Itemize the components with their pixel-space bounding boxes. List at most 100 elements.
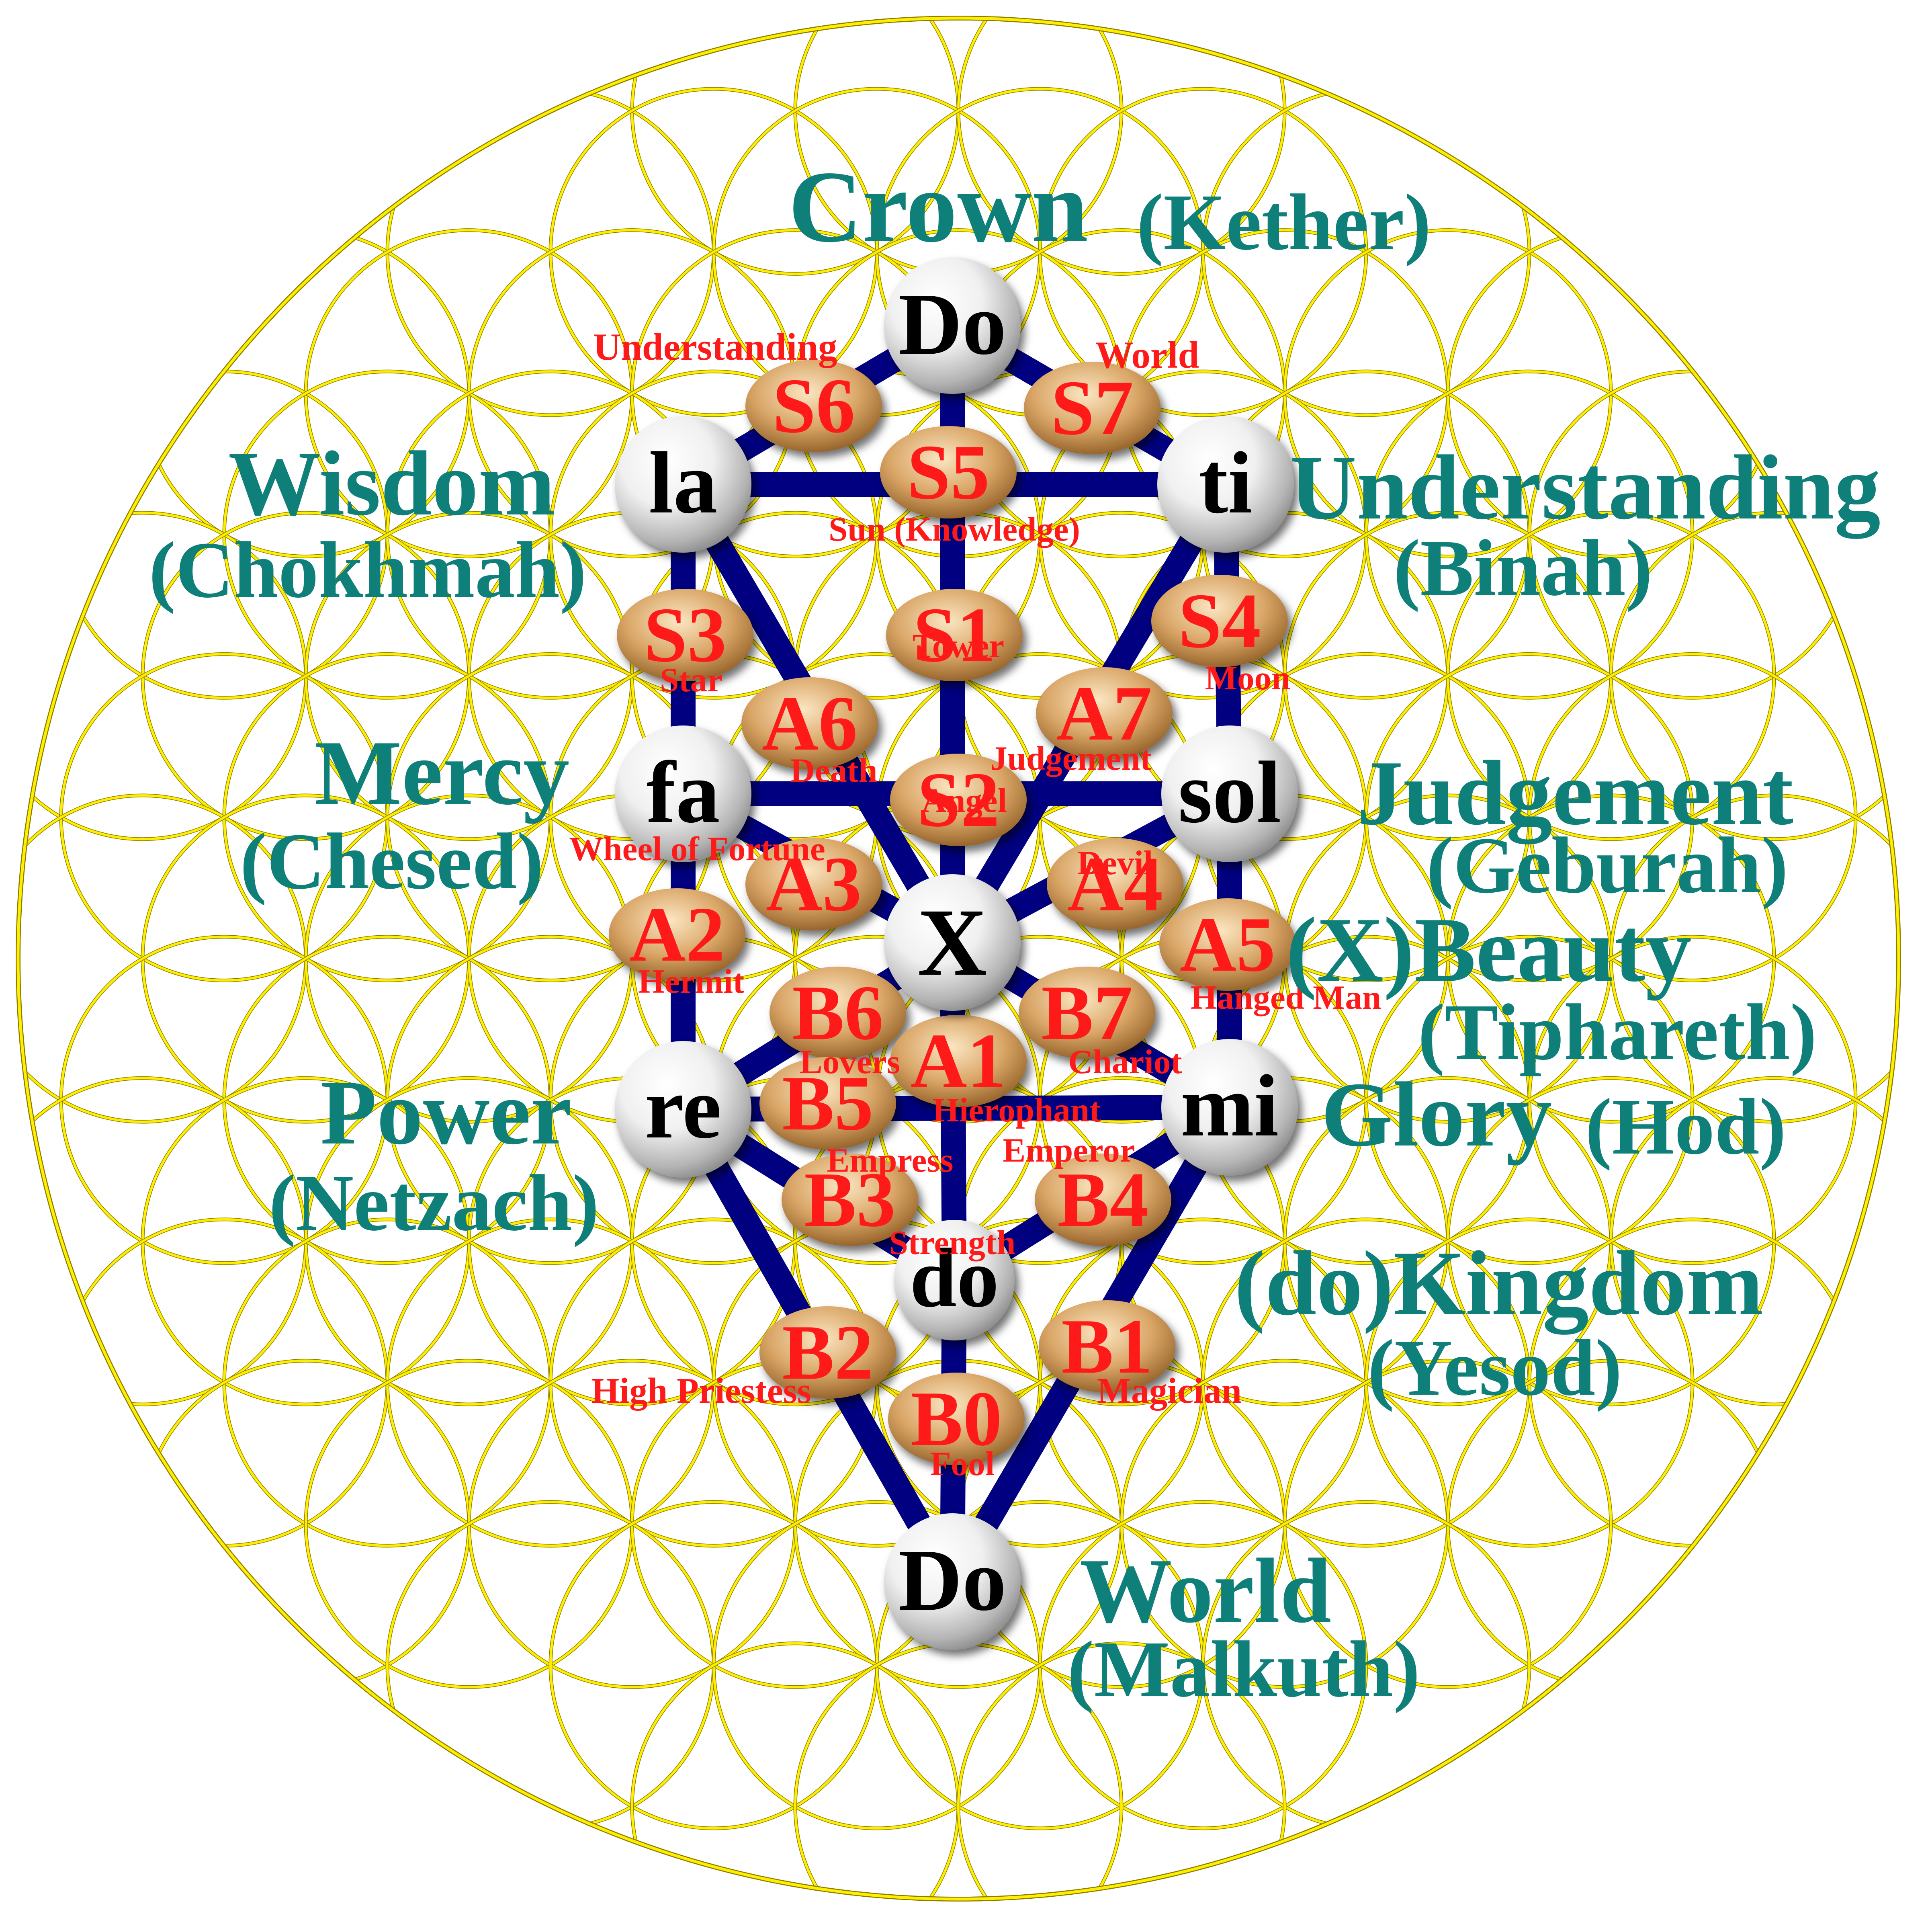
svg-text:S6: S6: [772, 363, 855, 449]
card-label-s2: Angel: [922, 782, 1007, 820]
svg-text:A3: A3: [766, 841, 862, 928]
card-label-a5: Hanged Man: [1191, 979, 1381, 1016]
card-label-s6: Understanding: [593, 326, 837, 368]
label-understanding-hebrew: (Binah): [1394, 524, 1653, 613]
label-mercy-hebrew: (Chesed): [240, 817, 543, 906]
svg-text:B2: B2: [782, 1309, 874, 1396]
svg-text:A1: A1: [911, 1018, 1006, 1104]
label-understanding-name: Understanding: [1290, 436, 1881, 539]
label-judgement-name: Judgement: [1357, 742, 1793, 844]
flower-circle: [18, 1077, 307, 1406]
label-mercy-name: Mercy: [315, 721, 569, 824]
svg-text:A7: A7: [1056, 670, 1152, 757]
card-labels: Understanding World Sun (Knowledge) Star…: [569, 326, 1381, 1483]
path-disc-b2: B2: [759, 1306, 896, 1399]
sphere-crown: Do: [884, 257, 1021, 394]
flower-circle: [957, 1642, 1286, 1899]
card-label-a2: Hermit: [638, 963, 744, 1000]
svg-text:A4: A4: [1067, 841, 1163, 928]
svg-text:Do: Do: [898, 1531, 1007, 1629]
label-beauty-hebrew: (Tiphareth): [1418, 988, 1817, 1077]
card-label-a3: Wheel of Fortune: [569, 830, 825, 868]
card-label-b0: Fool: [930, 1445, 995, 1483]
card-label-s5: Sun (Knowledge): [829, 510, 1080, 548]
sphere-wisdom: la: [615, 416, 751, 553]
label-wisdom-name: Wisdom: [228, 432, 555, 535]
sphere-beauty: X: [884, 874, 1021, 1011]
flower-outer-circle: [16, 16, 1900, 1901]
label-beauty-name: (X)Beauty: [1286, 898, 1691, 1001]
card-label-b5: Empress: [827, 1141, 954, 1179]
svg-text:S3: S3: [644, 592, 727, 678]
card-label-b6: Lovers: [800, 1043, 900, 1081]
path-disc-s1: S1: [886, 589, 1023, 681]
sephiroth-spheres: Do la ti fa sol X re mi do Do: [615, 257, 1298, 1650]
path-disc-b5: B5: [759, 1057, 896, 1150]
svg-text:la: la: [649, 434, 717, 532]
svg-text:B4: B4: [1057, 1156, 1149, 1243]
label-world-hebrew: (Malkuth): [1067, 1625, 1420, 1714]
flower-circle: [630, 1641, 960, 1899]
label-power-hebrew: (Netzach): [269, 1159, 599, 1248]
svg-text:S7: S7: [1051, 365, 1134, 451]
svg-text:B5: B5: [782, 1060, 874, 1147]
path-disc-b1: B1: [1039, 1300, 1175, 1393]
card-label-b1: Magician: [1097, 1371, 1242, 1411]
path-disc-b3: B3: [782, 1154, 918, 1246]
path-disc-s3: S3: [617, 589, 753, 681]
path-disc-a4: A4: [1047, 838, 1183, 930]
sphere-understanding: ti: [1157, 416, 1294, 553]
svg-text:do: do: [910, 1232, 999, 1325]
path-disc-s5: S5: [880, 426, 1017, 518]
label-kingdom-name: (do)Kingdom: [1234, 1232, 1763, 1335]
label-world-name: World: [1080, 1539, 1331, 1642]
path-disc-b7: B7: [1019, 967, 1155, 1059]
svg-text:X: X: [917, 889, 987, 996]
path-discs: S6 S7 S5 S3 S1 S4 A6 A7 S2 A3 A4 A2 A5 B…: [609, 360, 1296, 1465]
card-label-a4: Devil: [1077, 844, 1153, 882]
card-label-s3: Star: [660, 661, 722, 699]
sphere-power: re: [615, 1041, 751, 1178]
card-label-a6: Death: [790, 752, 877, 789]
card-label-s4: Moon: [1205, 659, 1291, 697]
svg-text:mi: mi: [1181, 1057, 1279, 1155]
path-disc-s6: S6: [745, 360, 882, 452]
svg-text:S1: S1: [913, 592, 996, 678]
svg-text:B6: B6: [792, 969, 884, 1056]
card-label-a1: Hierophant: [933, 1091, 1101, 1129]
label-crown-hebrew: (Kether): [1137, 178, 1431, 267]
path-disc-a5: A5: [1159, 898, 1296, 991]
svg-text:re: re: [645, 1059, 721, 1157]
label-kingdom-hebrew: (Yesod): [1367, 1324, 1622, 1412]
path-disc-b0: B0: [888, 1373, 1025, 1465]
label-judgement-hebrew: (Geburah): [1426, 821, 1788, 910]
path-disc-s4: S4: [1151, 575, 1288, 667]
sphere-glory: mi: [1161, 1039, 1298, 1176]
path-disc-a7: A7: [1036, 667, 1173, 760]
path-disc-a6: A6: [741, 677, 878, 770]
label-power-name: Power: [320, 1061, 572, 1164]
sphere-judgement: sol: [1161, 725, 1298, 862]
sphere-mercy: fa: [615, 725, 751, 862]
card-label-b7: Chariot: [1068, 1043, 1182, 1081]
sphere-world: Do: [884, 1513, 1021, 1650]
path-disc-s7: S7: [1024, 362, 1160, 454]
svg-text:B7: B7: [1041, 969, 1133, 1056]
svg-text:sol: sol: [1178, 743, 1281, 841]
flower-circle: [631, 1642, 960, 1899]
svg-text:S5: S5: [907, 429, 990, 516]
svg-text:B1: B1: [1061, 1303, 1153, 1390]
path-disc-a1: A1: [890, 1015, 1027, 1107]
path-disc-b4: B4: [1035, 1154, 1171, 1246]
svg-text:B3: B3: [804, 1156, 896, 1243]
card-label-s1: Tower: [913, 627, 1004, 665]
label-glory-name: Glory: [1321, 1063, 1552, 1166]
path-disc-s2: S2: [890, 754, 1027, 846]
path-disc-a3: A3: [745, 838, 882, 930]
svg-text:B0: B0: [911, 1375, 1002, 1462]
card-label-b2: High Priestess: [591, 1371, 811, 1411]
svg-text:A2: A2: [629, 891, 725, 978]
svg-text:S4: S4: [1178, 578, 1261, 664]
label-glory-hebrew: (Hod): [1585, 1082, 1786, 1171]
svg-text:ti: ti: [1199, 434, 1253, 532]
